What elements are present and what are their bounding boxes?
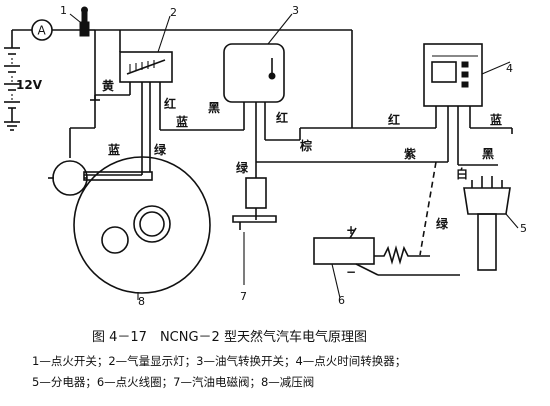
wire-blue-b-label: 蓝 <box>108 142 120 157</box>
ignition-switch-icon <box>79 6 95 37</box>
label-no-5: 5 <box>520 222 527 235</box>
wire-red-a-label: 红 <box>164 96 176 111</box>
coil-plus-label: + <box>346 223 356 237</box>
coil-minus-label: − <box>346 265 356 279</box>
wire-black-a-label: 黑 <box>208 101 220 115</box>
label-no-1: 1 <box>60 4 67 17</box>
timing-converter <box>423 43 483 107</box>
wire-green-c-label: 绿 <box>436 216 449 231</box>
label-no-7: 7 <box>240 290 247 303</box>
wire-black-b-label: 黑 <box>482 147 494 161</box>
gas-indicator-lamp <box>119 51 173 83</box>
legend-line-1: 1—点火开关；2—气量显示灯；3—油气转换开关；4—点火时间转换器； <box>32 354 406 368</box>
label-no-4: 4 <box>506 62 513 75</box>
fuel-gas-switch <box>223 43 285 103</box>
wire-brown-label: 棕 <box>299 138 312 153</box>
ammeter-label: A <box>38 24 47 38</box>
wire-blue-c-label: 蓝 <box>490 112 502 127</box>
distributor <box>463 176 511 271</box>
label-no-6: 6 <box>338 294 345 307</box>
motor-icon <box>48 160 88 196</box>
wire-red-b-label: 红 <box>276 110 288 125</box>
legend-line-2: 5—分电器；6—点火线圈；7—汽油电磁阀；8—减压阀 <box>32 375 314 389</box>
wire-red-c-label: 红 <box>388 112 400 127</box>
wire-green-b-label: 绿 <box>236 160 249 175</box>
wire-white-label: 白 <box>456 166 468 181</box>
label-no-2: 2 <box>170 6 177 19</box>
wire-yellow-label: 黄 <box>102 78 114 93</box>
wire-purple-label: 紫 <box>404 146 416 161</box>
supply-voltage-label: 12V <box>16 78 43 92</box>
gasoline-valve <box>232 177 277 230</box>
ignition-coil <box>313 237 430 265</box>
wire-green-a-label: 绿 <box>154 142 167 157</box>
battery <box>4 30 20 131</box>
pressure-reducer <box>73 156 211 294</box>
label-no-3: 3 <box>292 4 299 17</box>
wire-blue-a-label: 蓝 <box>176 114 188 129</box>
label-no-8: 8 <box>138 295 145 308</box>
figure-title: 图 4－17 NCNG－2 型天然气汽车电气原理图 <box>92 329 367 345</box>
